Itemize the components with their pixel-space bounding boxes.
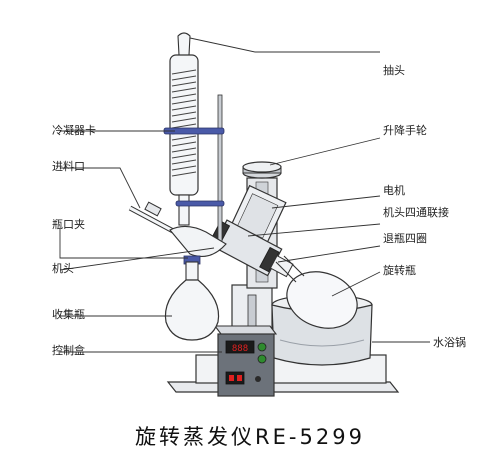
leader-ji-tou-si-tong bbox=[247, 223, 381, 237]
label-control-box: 控制盒 bbox=[52, 344, 85, 357]
support-rod bbox=[217, 94, 223, 246]
control-knob-2 bbox=[257, 354, 267, 364]
feed-valve bbox=[144, 201, 162, 217]
diagram-caption: 旋转蒸发仪RE-5299 bbox=[135, 425, 365, 449]
label-lift-hand-wheel: 升降手轮 bbox=[383, 124, 427, 137]
label-rotating-flask: 旋转瓶 bbox=[383, 264, 416, 277]
leader-ji-tou bbox=[59, 247, 215, 271]
leader-xuan-zhuan-ping bbox=[331, 271, 381, 297]
collecting-flask bbox=[164, 279, 220, 341]
leader-chou-tou bbox=[189, 37, 380, 53]
control-indicator bbox=[229, 375, 234, 381]
label-collecting-flask: 收集瓶 bbox=[52, 308, 85, 321]
leader-ping-kou-jia bbox=[59, 228, 188, 259]
control-knob-1 bbox=[257, 342, 267, 352]
condenser-clamp-lower bbox=[175, 200, 225, 207]
control-box-display-1 bbox=[225, 340, 255, 354]
condenser-lower-neck bbox=[178, 194, 190, 226]
leader-lines bbox=[59, 37, 430, 353]
label-head-four-way-joint: 机头四通联接 bbox=[383, 206, 449, 219]
leader-dian-ji bbox=[271, 195, 381, 209]
control-switch bbox=[255, 376, 261, 382]
control-box-top bbox=[213, 325, 278, 335]
rotating-flask-neck bbox=[275, 255, 305, 283]
label-water-bath: 水浴锅 bbox=[433, 336, 466, 349]
control-indicator-2 bbox=[237, 375, 242, 381]
rotating-flask bbox=[286, 271, 358, 329]
water-bath-front-shade bbox=[279, 339, 365, 347]
label-machine-head: 机头 bbox=[52, 262, 74, 275]
label-flask-release-ring: 退瓶四圈 bbox=[383, 232, 427, 245]
label-motor: 电机 bbox=[383, 184, 405, 197]
label-bottle-clamp: 瓶口夹 bbox=[52, 218, 85, 231]
leader-jin-liao-kou bbox=[60, 167, 141, 209]
display-digits-1: 888 bbox=[232, 344, 248, 354]
leader-sheng-jiang-shou-lun bbox=[269, 137, 381, 166]
label-feed-inlet: 进料口 bbox=[52, 160, 85, 173]
condenser-top-neck bbox=[177, 32, 191, 56]
label-condenser-clamp: 冷凝器卡 bbox=[52, 124, 96, 137]
collecting-flask-neck bbox=[185, 261, 199, 281]
leader-tui-ping-si-quan bbox=[277, 245, 381, 263]
label-top-tap: 抽头 bbox=[383, 64, 405, 77]
